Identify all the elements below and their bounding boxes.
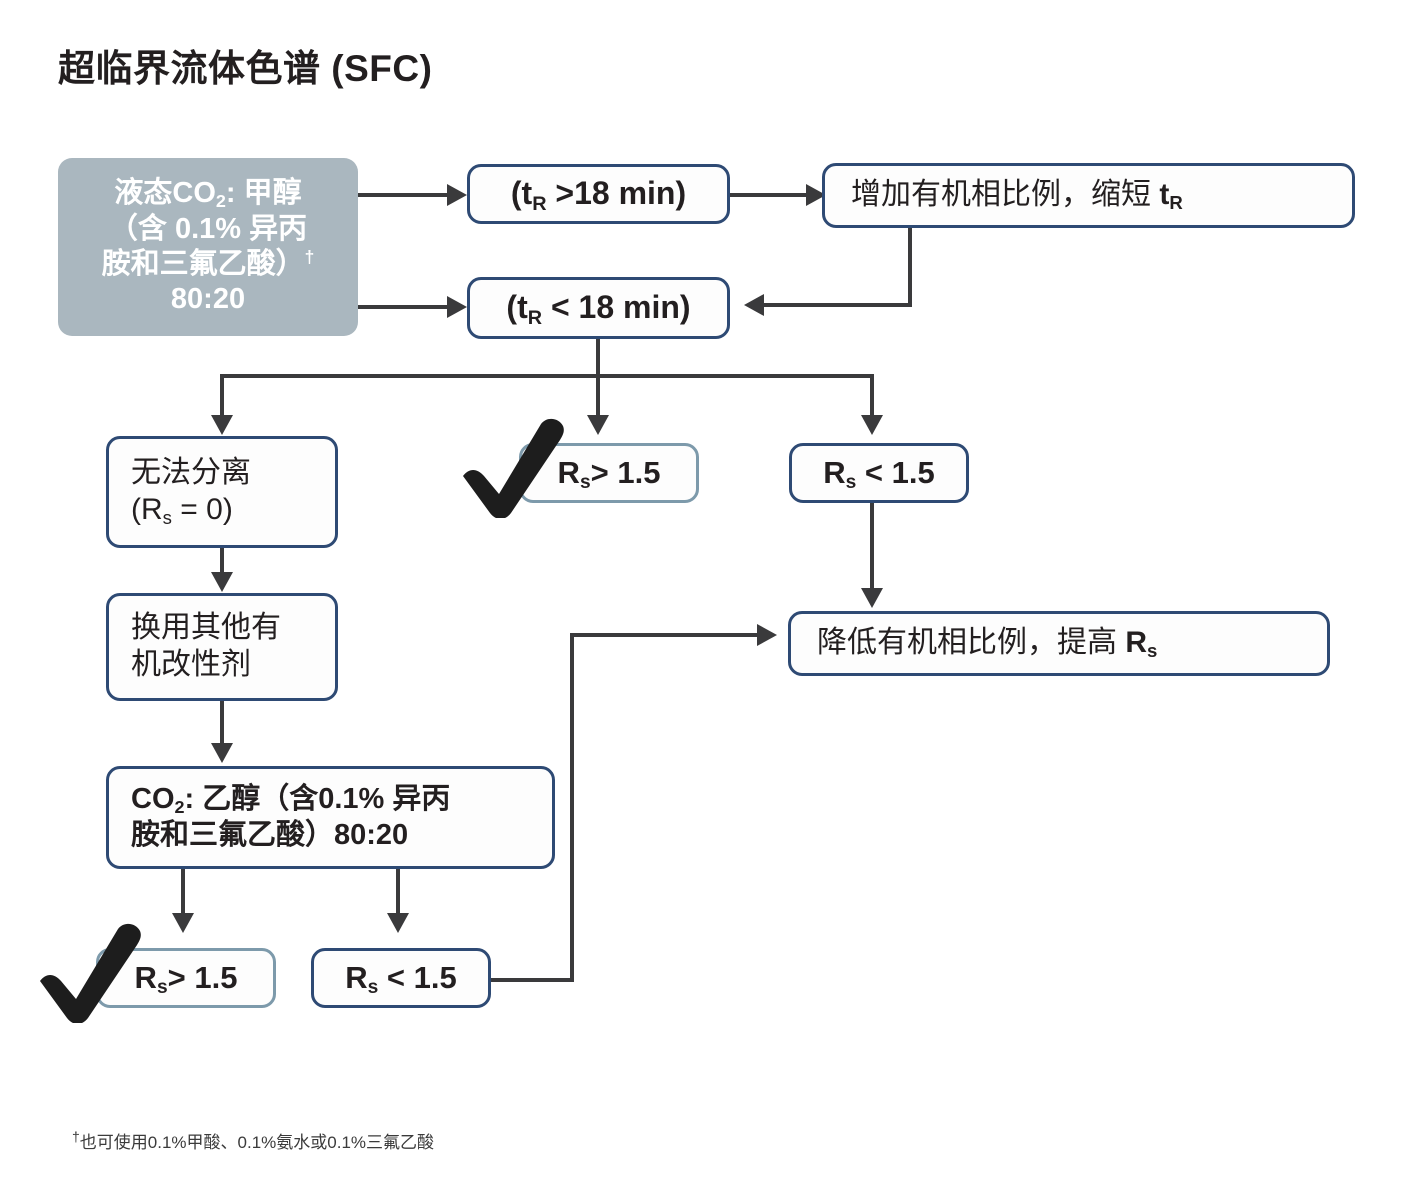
arrowhead-trgt18-to-increase xyxy=(806,184,826,206)
node-rs-less-1point5-bottom[interactable]: Rs < 1.5 xyxy=(311,948,491,1008)
switch-modifier-line1: 换用其他有 xyxy=(131,611,281,645)
no-separation-line2-sub: s xyxy=(162,507,172,529)
node-decrease-organic-phase[interactable]: 降低有机相比例，提高 Rs xyxy=(788,611,1330,676)
arrowhead-switch-to-co2ethanol xyxy=(211,743,233,763)
arrowhead-trlt18-branch-center xyxy=(587,415,609,435)
tr-lt18-b: < 18 min) xyxy=(542,289,691,326)
increase-organic-t: t xyxy=(1159,178,1170,212)
check-mark-icon-bottom xyxy=(32,923,152,1023)
co2-ethanol-line1-a: CO xyxy=(131,783,175,816)
node-switch-modifier[interactable]: 换用其他有 机改性剂 xyxy=(106,593,338,701)
node-start-mobile-phase[interactable]: 液态CO2: 甲醇 （含 0.1% 异丙 胺和三氟乙酸）† 80:20 xyxy=(58,158,358,336)
tr-gt18-a: (t xyxy=(510,175,533,212)
footnote-text: 也可使用0.1%甲酸、0.1%氨水或0.1%三氟乙酸 xyxy=(79,1133,435,1152)
start-line2: （含 0.1% 异丙 xyxy=(108,212,308,245)
arrowhead-start-to-tr-lt18 xyxy=(447,296,467,318)
switch-modifier-line2: 机改性剂 xyxy=(131,648,251,681)
rs-lt-top-b: < 1.5 xyxy=(856,455,935,491)
no-separation-line1: 无法分离 xyxy=(131,456,251,490)
connector-rslt-bottom-to-decrease xyxy=(570,633,765,637)
co2-ethanol-line1-b: : 乙醇（含0.1% 异丙 xyxy=(184,783,451,816)
start-line1-sub: 2 xyxy=(215,191,226,212)
connector-rslt-bottom-stub xyxy=(490,978,574,982)
rs-lt-bottom-b: < 1.5 xyxy=(378,960,457,996)
connector-switch-to-co2ethanol xyxy=(220,700,224,748)
rs-gt-top-a: R xyxy=(557,455,580,491)
node-rs-greater-1point5-top[interactable]: Rs> 1.5 xyxy=(519,443,699,503)
connector-start-to-tr-gt18 xyxy=(358,193,454,197)
no-separation-line2-a: (R xyxy=(131,493,163,526)
arrowhead-increase-feedback xyxy=(744,294,764,316)
connector-increase-feedback-horizontal xyxy=(762,303,912,307)
connector-trgt18-to-increase xyxy=(730,193,816,197)
arrowhead-rslt-top-to-decrease xyxy=(861,588,883,608)
node-tr-greater-18[interactable]: (tR >18 min) xyxy=(467,164,730,224)
rs-gt-bottom-sub: s xyxy=(156,977,168,999)
arrowhead-co2ethanol-to-rslt xyxy=(387,913,409,933)
connector-trlt18-branch-left xyxy=(220,374,224,422)
tr-lt18-sub: R xyxy=(527,307,543,330)
arrowhead-trlt18-branch-left xyxy=(211,415,233,435)
rs-gt-top-b: > 1.5 xyxy=(590,455,661,491)
arrowhead-nosep-to-switch xyxy=(211,572,233,592)
start-line3-dagger: † xyxy=(304,247,315,268)
tr-lt18-a: (t xyxy=(506,289,528,326)
rs-lt-top-a: R xyxy=(823,455,846,491)
arrowhead-co2ethanol-to-rsgt xyxy=(172,913,194,933)
node-increase-organic-phase[interactable]: 增加有机相比例，缩短 tR xyxy=(822,163,1355,228)
connector-co2ethanol-to-rsgt xyxy=(181,868,185,920)
connector-increase-feedback-vertical xyxy=(908,228,912,307)
node-tr-less-18[interactable]: (tR < 18 min) xyxy=(467,277,730,339)
footnote-dagger: † xyxy=(72,1128,80,1145)
connector-start-to-tr-lt18 xyxy=(358,305,454,309)
increase-organic-sub: R xyxy=(1169,192,1183,214)
connector-trlt18-branch-right xyxy=(870,374,874,422)
tr-gt18-sub: R xyxy=(532,193,547,216)
node-no-separation[interactable]: 无法分离 (Rs = 0) xyxy=(106,436,338,548)
co2-ethanol-line2: 胺和三氟乙酸）80:20 xyxy=(131,818,409,851)
connector-trlt18-stem xyxy=(596,338,600,376)
start-line1-b: : 甲醇 xyxy=(225,177,302,210)
rs-gt-top-sub: s xyxy=(579,472,591,494)
rs-gt-bottom-a: R xyxy=(134,960,157,996)
footnote: †也可使用0.1%甲酸、0.1%氨水或0.1%三氟乙酸 xyxy=(72,1128,434,1153)
page-title: 超临界流体色谱 (SFC) xyxy=(58,48,433,89)
decrease-organic-r: R xyxy=(1125,626,1148,660)
arrowhead-rslt-bottom-to-decrease xyxy=(757,624,777,646)
start-line1-a: 液态CO xyxy=(114,177,216,210)
start-line4: 80:20 xyxy=(170,283,246,316)
decrease-organic-sub: s xyxy=(1147,640,1158,662)
rs-lt-bottom-sub: s xyxy=(367,977,379,999)
connector-nosep-to-switch xyxy=(220,548,224,578)
tr-gt18-b: >18 min) xyxy=(546,175,687,212)
node-rs-less-1point5-top[interactable]: Rs < 1.5 xyxy=(789,443,969,503)
arrowhead-start-to-tr-gt18 xyxy=(447,184,467,206)
co2-ethanol-line1-sub: 2 xyxy=(174,797,185,818)
arrowhead-trlt18-branch-right xyxy=(861,415,883,435)
rs-lt-bottom-a: R xyxy=(345,960,368,996)
connector-trlt18-split-bar xyxy=(220,374,874,378)
connector-trlt18-branch-center xyxy=(596,374,600,422)
decrease-organic-text: 降低有机相比例，提高 xyxy=(817,626,1126,660)
rs-lt-top-sub: s xyxy=(845,472,857,494)
connector-co2ethanol-to-rslt xyxy=(396,868,400,920)
check-mark-icon-top xyxy=(455,418,575,518)
rs-gt-bottom-b: > 1.5 xyxy=(167,960,238,996)
no-separation-line2-b: = 0) xyxy=(171,493,233,526)
connector-rslt-top-to-decrease xyxy=(870,502,874,594)
node-co2-ethanol[interactable]: CO2: 乙醇（含0.1% 异丙 胺和三氟乙酸）80:20 xyxy=(106,766,555,869)
increase-organic-text: 增加有机相比例，缩短 xyxy=(851,178,1160,212)
connector-rslt-bottom-riser xyxy=(570,633,574,982)
start-line3-a: 胺和三氟乙酸） xyxy=(101,248,305,280)
